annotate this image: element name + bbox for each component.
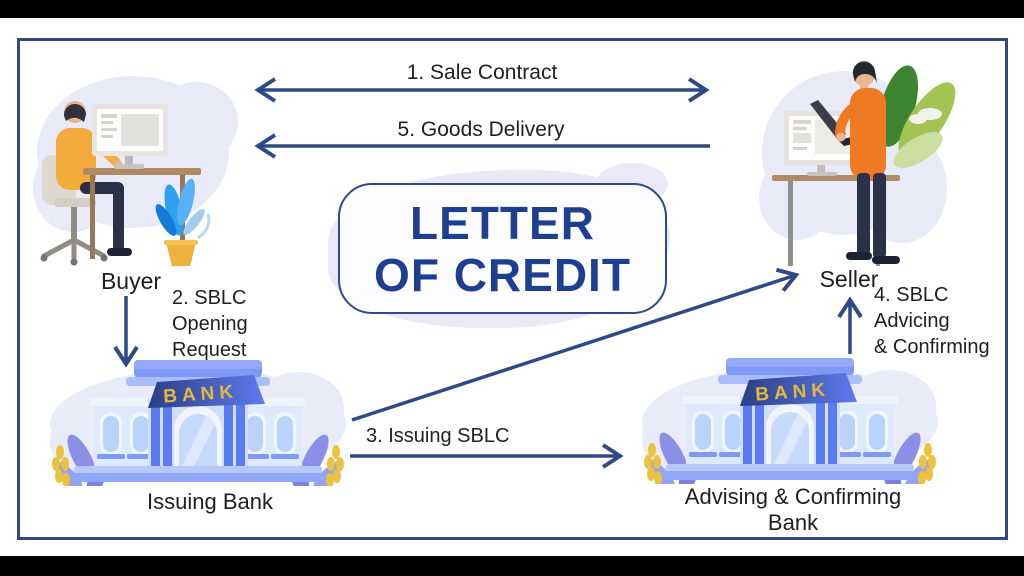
sale-contract-label: 1. Sale Contract — [406, 61, 558, 84]
seller-label: Seller — [819, 266, 879, 292]
title-line-2: OF CREDIT — [374, 248, 631, 301]
issuing-bank-illustration: BANK — [48, 360, 348, 486]
advising-bank-label: Advising & Confirming Bank — [684, 484, 902, 535]
issuing-sblc-label: 3. Issuing SBLC — [366, 425, 510, 447]
plant-icon — [155, 178, 211, 266]
sblc-advising-confirming-label: 4. SBLC Advicing & Confirming — [874, 282, 990, 360]
title-box: LETTER OF CREDIT — [338, 183, 667, 314]
sblc-advising-line1: 4. SBLC — [874, 284, 949, 306]
goods-delivery-label: 5. Goods Delivery — [397, 118, 565, 141]
bank-building-icon: BANK — [70, 360, 326, 482]
seller-illustration — [759, 61, 956, 266]
title-line-1: LETTER — [410, 196, 595, 249]
issuing-bank-label: Issuing Bank — [147, 489, 273, 514]
frame-border — [17, 38, 1008, 540]
leaves-icon — [877, 65, 956, 168]
buyer-illustration — [33, 76, 238, 266]
monitor-icon — [92, 104, 168, 169]
sblc-opening-request-line3: Request — [172, 339, 247, 361]
advising-bank-illustration: BANK — [640, 358, 940, 484]
seller-person — [835, 61, 900, 264]
buyer-label: Buyer — [100, 268, 162, 294]
letterbox-top — [0, 0, 1024, 18]
sblc-opening-request-line1: 2. SBLC — [172, 287, 247, 309]
sblc-advising-line3: & Confirming — [874, 336, 990, 358]
letterbox-bottom — [0, 556, 1024, 576]
issuing-bank-sign: BANK — [163, 381, 239, 407]
sblc-opening-request-label: 2. SBLC Opening Request — [172, 285, 248, 363]
sblc-opening-request-line2: Opening — [172, 313, 248, 335]
sblc-advising-line2: Advicing — [874, 310, 950, 332]
